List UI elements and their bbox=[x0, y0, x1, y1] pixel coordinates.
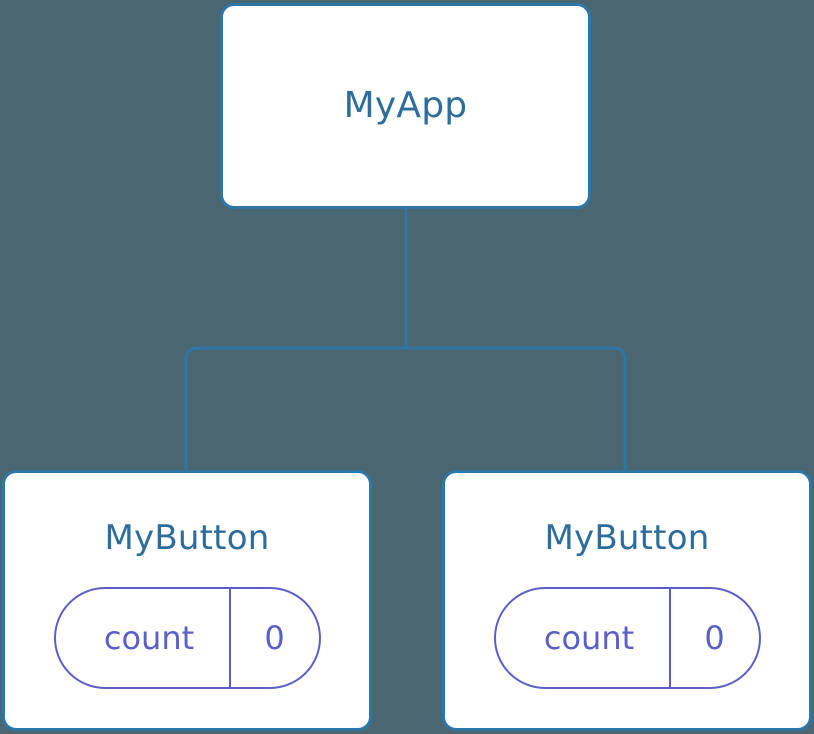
tree-node-child-0[interactable]: MyButton count 0 bbox=[2, 470, 372, 731]
edge-root-to-child-1 bbox=[406, 346, 627, 470]
state-pill-key: count bbox=[543, 619, 635, 657]
node-label: MyButton bbox=[544, 518, 710, 558]
state-pill[interactable]: count 0 bbox=[53, 587, 321, 689]
edge-root-to-child-0 bbox=[184, 346, 406, 470]
state-pill[interactable]: count 0 bbox=[493, 587, 761, 689]
state-pill-key: count bbox=[103, 619, 195, 657]
node-label: MyButton bbox=[104, 518, 270, 558]
state-pill-value: 0 bbox=[668, 589, 759, 687]
tree-node-child-1[interactable]: MyButton count 0 bbox=[442, 470, 812, 731]
state-pill-value: 0 bbox=[228, 589, 319, 687]
node-label: MyApp bbox=[343, 85, 468, 126]
tree-node-root[interactable]: MyApp bbox=[220, 3, 591, 209]
